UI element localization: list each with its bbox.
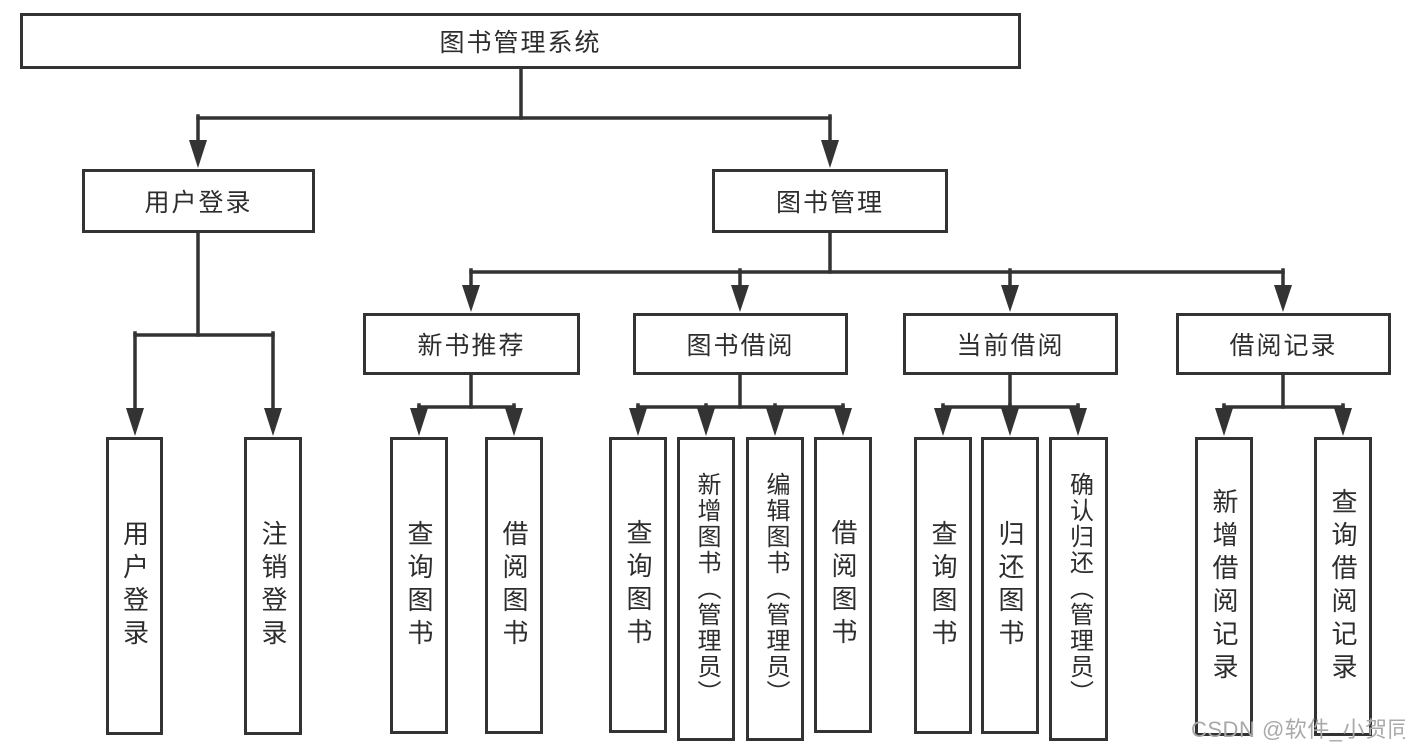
leaf-user-login-label: 用户登录	[119, 520, 150, 652]
leaf-query-borrow-record: 查询借阅记录	[1314, 437, 1372, 736]
leaf-borrow-books-1-label: 借阅图书	[499, 519, 529, 652]
node-book-borrow: 图书借阅	[633, 313, 848, 375]
node-current-borrow-label: 当前借阅	[956, 332, 1065, 360]
leaf-return-book: 归还图书	[981, 437, 1039, 734]
node-current-borrow: 当前借阅	[903, 313, 1118, 375]
leaf-edit-book-admin: 编辑图书（管理员）	[746, 437, 804, 741]
leaf-edit-book-admin-label: 编辑图书（管理员）	[762, 472, 789, 706]
leaf-query-books-1-label: 查询图书	[404, 519, 434, 652]
node-book-borrow-label: 图书借阅	[686, 332, 795, 360]
leaf-add-borrow-record-label: 新增借阅记录	[1209, 487, 1239, 686]
leaf-query-borrow-record-label: 查询借阅记录	[1328, 487, 1358, 686]
node-user-login: 用户登录	[82, 169, 315, 233]
leaf-confirm-return-admin-label: 确认归还（管理员）	[1065, 472, 1093, 706]
leaf-query-books-3-label: 查询图书	[928, 519, 958, 652]
leaf-borrow-books-2-label: 借阅图书	[828, 519, 858, 651]
leaf-confirm-return-admin: 确认归还（管理员）	[1049, 437, 1108, 741]
node-book-management: 图书管理	[712, 169, 948, 233]
watermark: CSDN @软件_小贺同学	[1191, 717, 1405, 742]
leaf-query-books-2: 查询图书	[609, 437, 667, 733]
arrowheads	[126, 140, 1352, 436]
leaf-query-books-3: 查询图书	[914, 437, 972, 734]
node-book-management-label: 图书管理	[775, 189, 884, 217]
leaf-logout: 注销登录	[244, 437, 302, 735]
leaf-query-books-2-label: 查询图书	[623, 519, 653, 651]
node-borrow-records-label: 借阅记录	[1229, 332, 1338, 360]
leaf-borrow-books-1: 借阅图书	[485, 437, 543, 734]
leaf-borrow-books-2: 借阅图书	[814, 437, 872, 733]
node-root-label: 图书管理系统	[439, 29, 602, 57]
leaf-add-book-admin-label: 新增图书（管理员）	[693, 472, 720, 706]
node-user-login-label: 用户登录	[144, 189, 253, 217]
node-borrow-records: 借阅记录	[1176, 313, 1391, 375]
leaf-user-login: 用户登录	[106, 437, 163, 735]
node-new-book-recommend-label: 新书推荐	[417, 332, 526, 360]
leaf-return-book-label: 归还图书	[995, 519, 1025, 652]
node-new-book-recommend: 新书推荐	[363, 313, 580, 375]
leaf-add-book-admin: 新增图书（管理员）	[677, 437, 735, 741]
leaf-add-borrow-record: 新增借阅记录	[1195, 437, 1253, 736]
node-root: 图书管理系统	[20, 13, 1021, 69]
leaf-logout-label: 注销登录	[258, 520, 288, 652]
leaf-query-books-1: 查询图书	[390, 437, 448, 734]
